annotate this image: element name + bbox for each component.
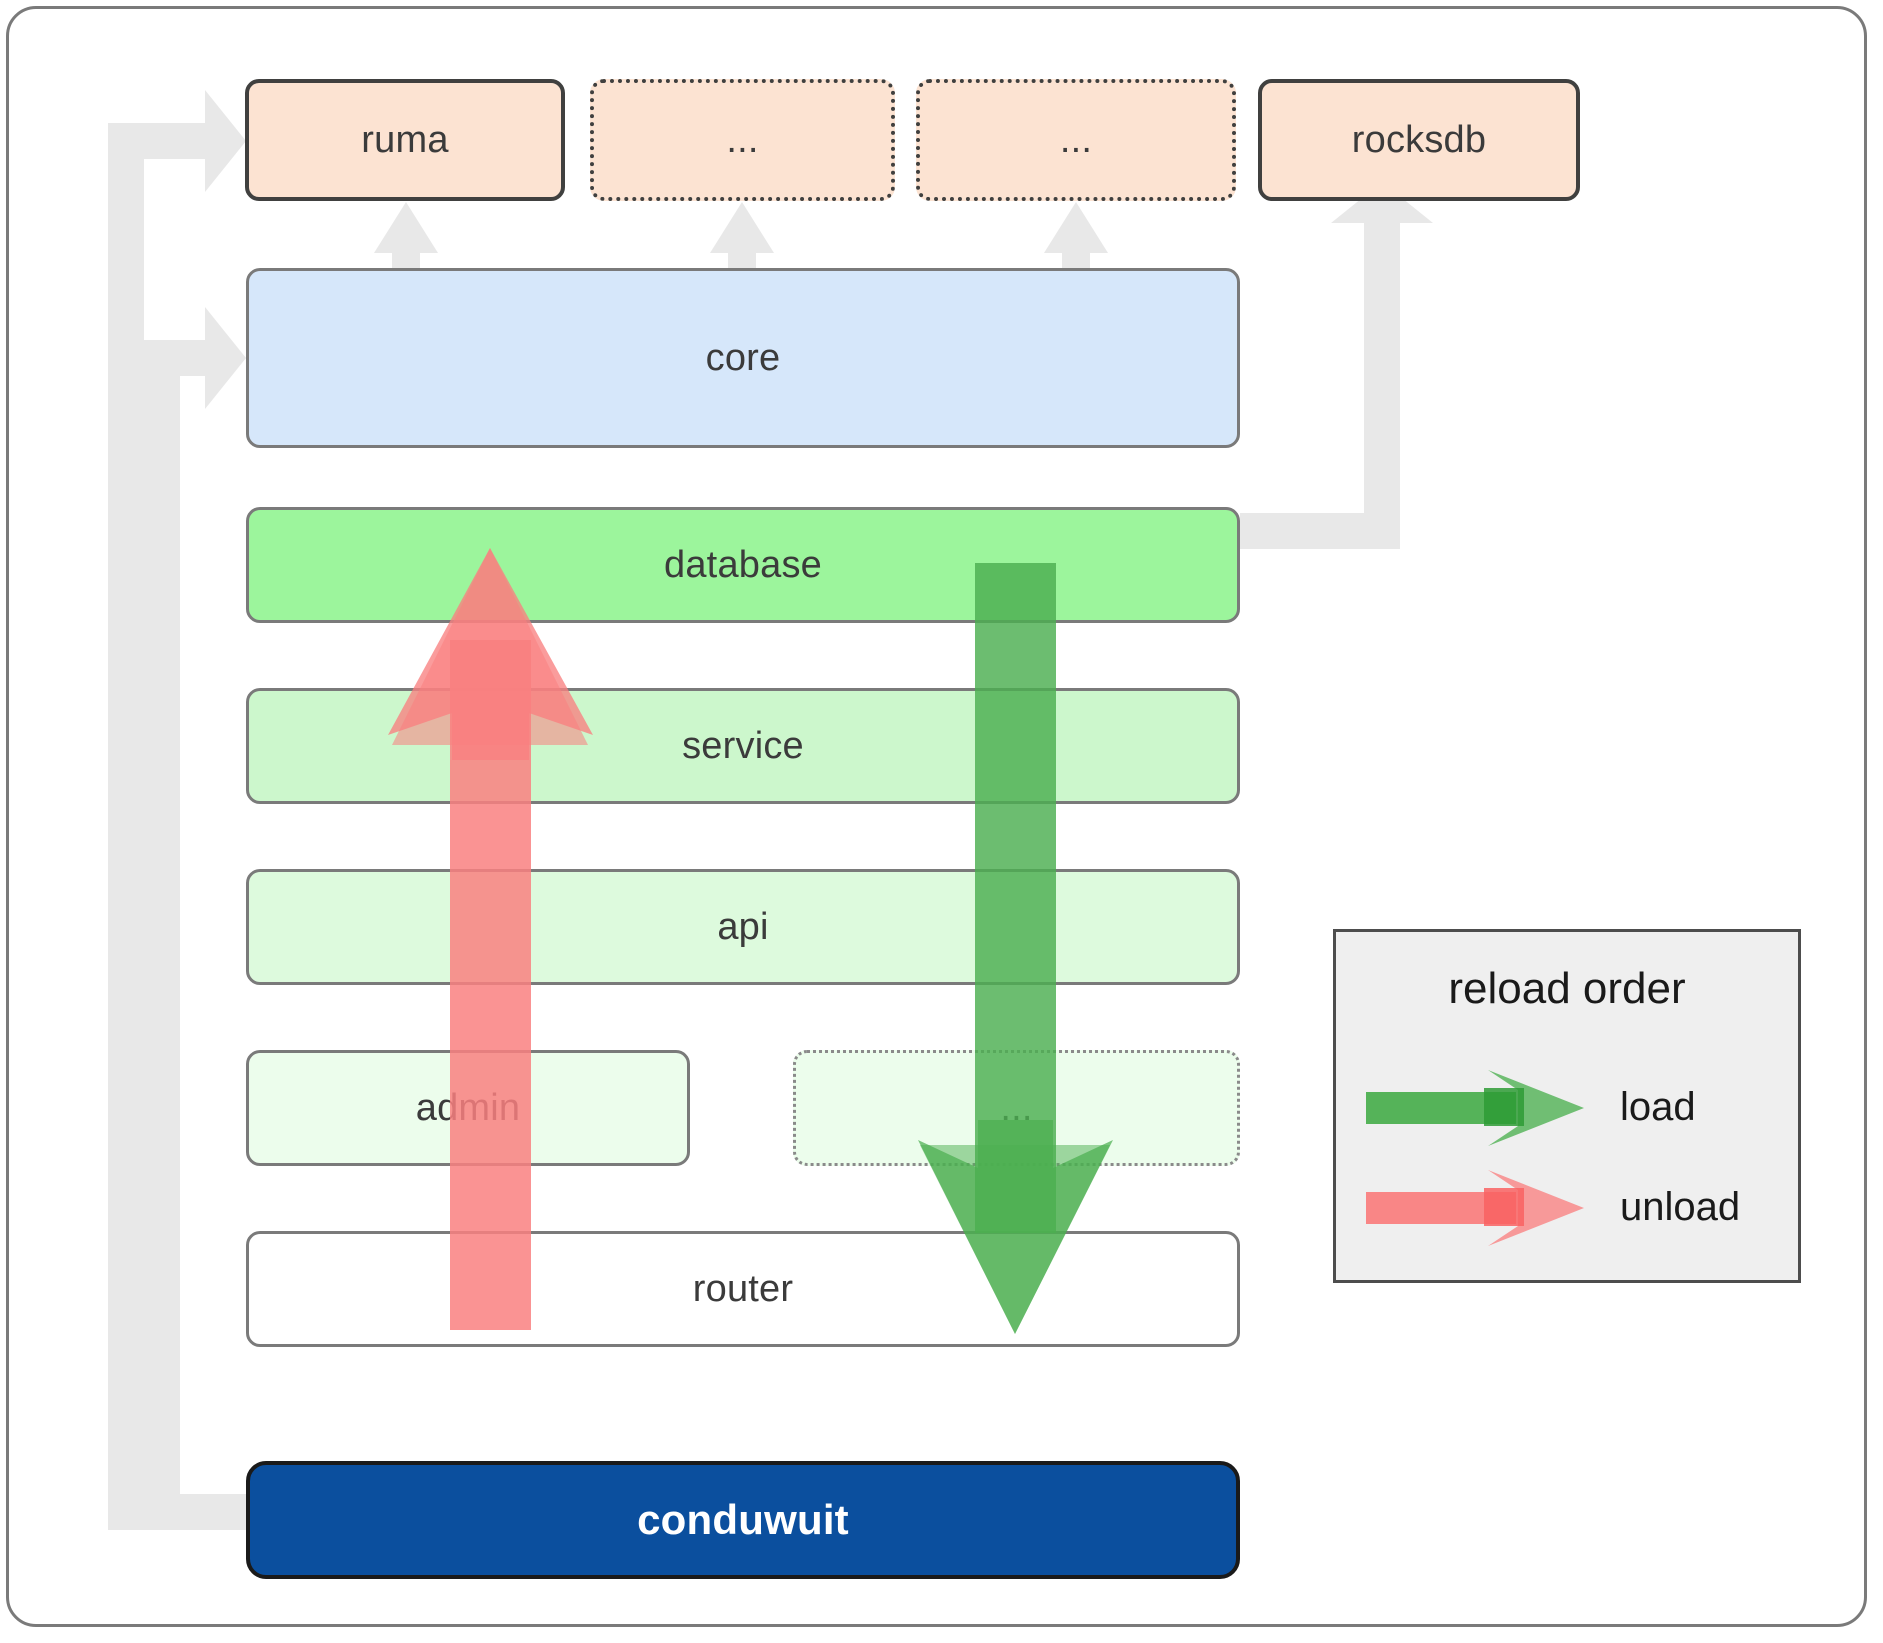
node-stack-ellipsis[interactable]: ...	[793, 1050, 1240, 1166]
legend-unload-arrow-icon	[1366, 1170, 1584, 1246]
legend-reload-order: reload order load unload	[1333, 929, 1801, 1283]
node-service[interactable]: service	[246, 688, 1240, 804]
node-router[interactable]: router	[246, 1231, 1240, 1347]
node-conduwuit[interactable]: conduwuit	[246, 1461, 1240, 1579]
node-rocksdb[interactable]: rocksdb	[1258, 79, 1580, 201]
node-top-ellipsis-1[interactable]: ...	[590, 79, 895, 201]
legend-load-label: load	[1620, 1084, 1696, 1129]
diagram-frame	[6, 6, 1867, 1627]
node-top-ellipsis-2[interactable]: ...	[916, 79, 1236, 201]
node-top-ellipsis-2-label: ...	[1059, 118, 1093, 161]
node-rocksdb-label: rocksdb	[1351, 118, 1487, 161]
legend-unload-label: unload	[1620, 1184, 1741, 1229]
legend-row-unload: unload	[1336, 1162, 1804, 1252]
node-database-label: database	[664, 543, 822, 586]
node-router-label: router	[692, 1267, 794, 1310]
node-core[interactable]: core	[246, 268, 1240, 448]
node-database[interactable]: database	[246, 507, 1240, 623]
node-admin[interactable]: admin	[246, 1050, 690, 1166]
node-api-label: api	[717, 905, 769, 948]
node-ruma-label: ruma	[361, 118, 449, 161]
legend-title: reload order	[1448, 964, 1686, 1013]
legend-row-load: load	[1336, 1062, 1804, 1152]
node-conduwuit-label: conduwuit	[637, 1496, 849, 1543]
node-service-label: service	[682, 724, 804, 767]
node-core-label: core	[705, 336, 781, 379]
legend-load-arrow-icon	[1366, 1070, 1584, 1146]
node-admin-label: admin	[415, 1086, 521, 1129]
node-api[interactable]: api	[246, 869, 1240, 985]
node-ruma[interactable]: ruma	[245, 79, 565, 201]
node-stack-ellipsis-label: ...	[1000, 1086, 1033, 1129]
node-top-ellipsis-1-label: ...	[726, 118, 759, 161]
